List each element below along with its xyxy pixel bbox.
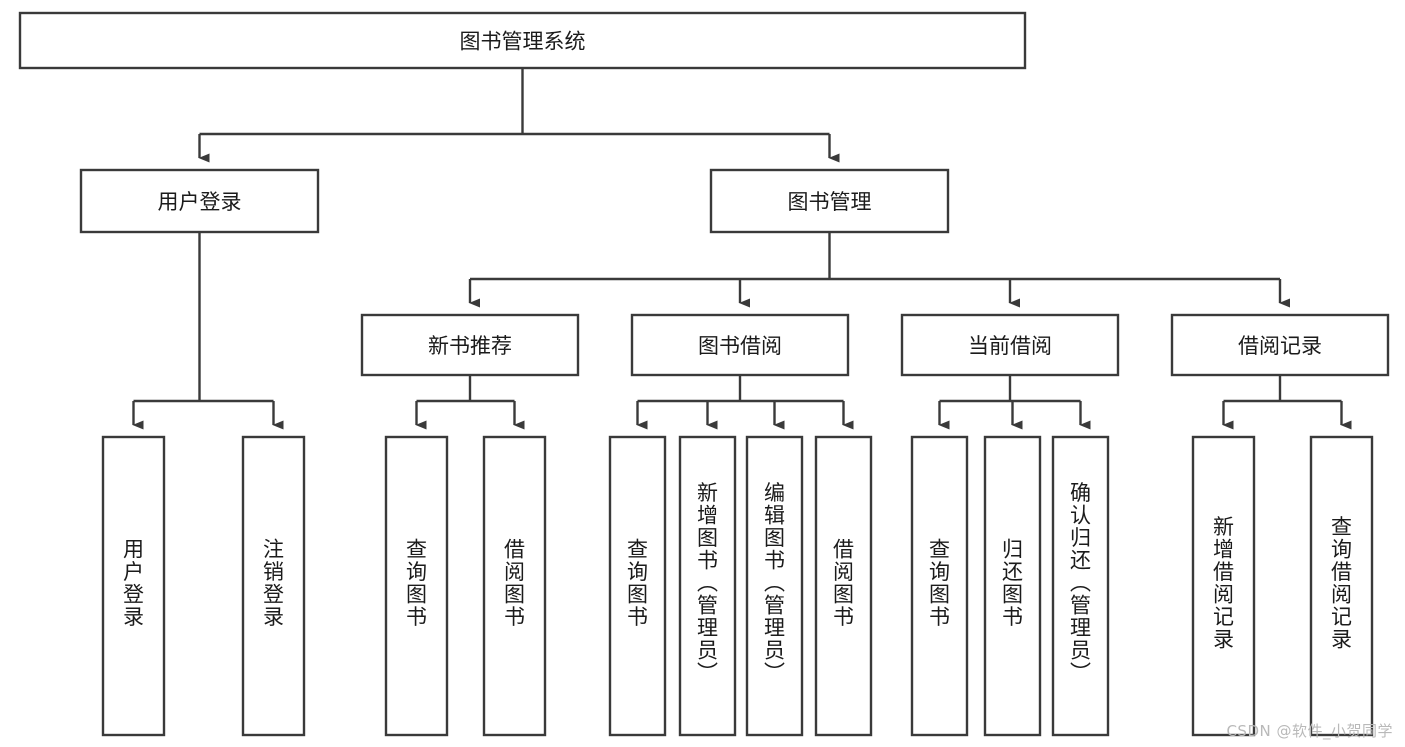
node-leaf-user-login[interactable]: 用户登录	[101, 435, 166, 737]
node-box	[900, 313, 1120, 377]
node-leaf-c-return[interactable]: 归还图书	[983, 435, 1042, 737]
node-box	[814, 435, 873, 737]
node-box	[384, 435, 449, 737]
node-l2-user[interactable]: 用户登录	[79, 168, 320, 234]
node-leaf-c-query[interactable]: 查询图书	[910, 435, 969, 737]
node-leaf-user-logout[interactable]: 注销登录	[241, 435, 306, 737]
node-label: 查询图书	[929, 537, 950, 629]
node-leaf-b-add[interactable]: 新增图书︵管理员︶	[678, 435, 737, 737]
node-box	[241, 435, 306, 737]
node-box	[1170, 313, 1390, 377]
node-box	[745, 435, 804, 737]
node-box	[630, 313, 850, 377]
csdn-watermark: CSDN @软件_小贺同学	[1226, 722, 1393, 740]
node-label: 新增图书︵管理员︶	[697, 481, 718, 685]
node-label: 借阅记录	[1238, 334, 1322, 358]
node-label: 新增借阅记录	[1213, 515, 1234, 652]
node-l3-borrow[interactable]: 图书借阅	[630, 313, 850, 377]
node-leaf-b-edit[interactable]: 编辑图书︵管理员︶	[745, 435, 804, 737]
node-label: 用户登录	[123, 537, 144, 629]
node-leaf-r-query[interactable]: 查询借阅记录	[1309, 435, 1374, 737]
node-root[interactable]: 图书管理系统	[18, 11, 1027, 70]
node-label: 借阅图书	[504, 537, 525, 629]
node-box	[1191, 435, 1256, 737]
node-label: 查询图书	[627, 537, 648, 629]
node-box	[101, 435, 166, 737]
node-leaf-r-add[interactable]: 新增借阅记录	[1191, 435, 1256, 737]
node-box	[910, 435, 969, 737]
node-label: 图书管理系统	[460, 30, 586, 54]
node-layer: 图书管理系统用户登录图书管理新书推荐图书借阅当前借阅借阅记录用户登录注销登录查询…	[18, 11, 1390, 737]
node-box	[360, 313, 580, 377]
node-box	[608, 435, 667, 737]
node-label: 图书借阅	[698, 334, 782, 358]
node-label: 确认归还︵管理员︶	[1070, 481, 1091, 685]
node-l2-book[interactable]: 图书管理	[709, 168, 950, 234]
node-label: 借阅图书	[833, 537, 854, 629]
node-box	[709, 168, 950, 234]
node-leaf-b-query[interactable]: 查询图书	[608, 435, 667, 737]
node-box	[482, 435, 547, 737]
node-label: 编辑图书︵管理员︶	[764, 481, 785, 685]
node-label: 查询图书	[406, 537, 427, 629]
node-label: 查询借阅记录	[1331, 515, 1352, 652]
node-l3-new[interactable]: 新书推荐	[360, 313, 580, 377]
node-box	[1051, 435, 1110, 737]
node-label: 图书管理	[788, 190, 872, 214]
node-box	[1309, 435, 1374, 737]
node-box	[79, 168, 320, 234]
node-box	[678, 435, 737, 737]
node-l3-record[interactable]: 借阅记录	[1170, 313, 1390, 377]
node-box	[18, 11, 1027, 70]
node-l3-current[interactable]: 当前借阅	[900, 313, 1120, 377]
node-leaf-b-loan[interactable]: 借阅图书	[814, 435, 873, 737]
node-label: 当前借阅	[968, 334, 1052, 358]
node-leaf-new-query[interactable]: 查询图书	[384, 435, 449, 737]
node-leaf-new-borrow[interactable]: 借阅图书	[482, 435, 547, 737]
node-label: 新书推荐	[428, 334, 512, 358]
node-leaf-c-confirm[interactable]: 确认归还︵管理员︶	[1051, 435, 1110, 737]
node-label: 归还图书	[1002, 537, 1023, 629]
edge-layer	[132, 68, 1352, 430]
node-label: 用户登录	[158, 190, 242, 214]
node-label: 注销登录	[263, 537, 284, 629]
node-box	[983, 435, 1042, 737]
